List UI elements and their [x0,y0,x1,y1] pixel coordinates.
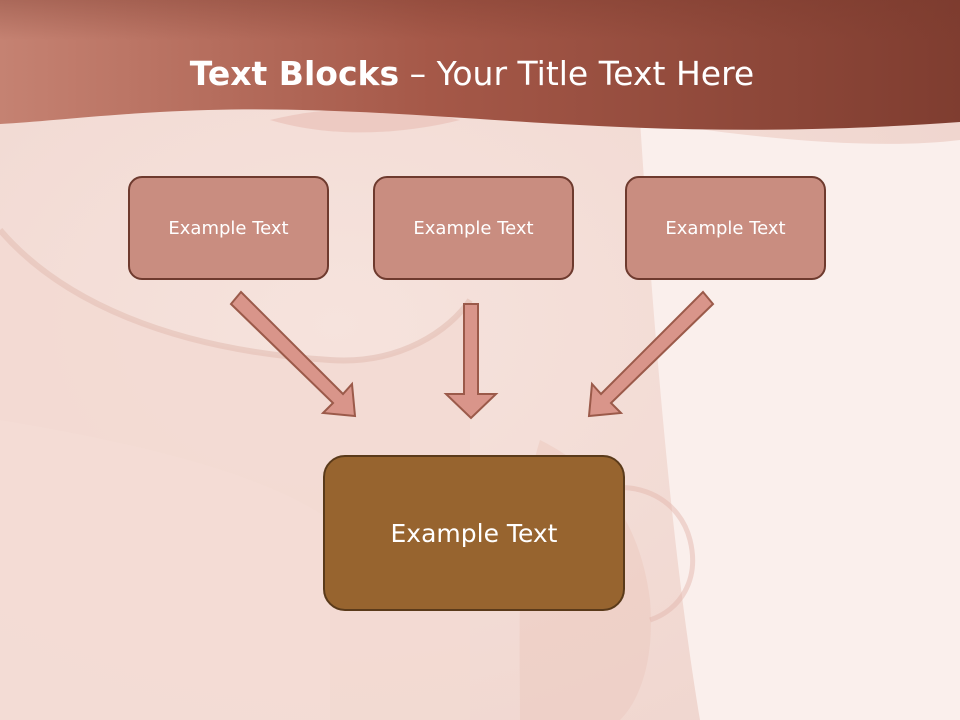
arrow-left-diagonal [229,290,357,418]
title-rest: Your Title Text Here [436,54,755,93]
arrow-center-down [443,303,499,420]
text-block-label: Example Text [413,217,534,239]
title-separator: – [399,54,437,93]
text-block-top-center[interactable]: Example Text [373,176,574,280]
arrow-right-diagonal [587,290,715,418]
text-block-label: Example Text [665,217,786,239]
text-block-top-left[interactable]: Example Text [128,176,329,280]
text-block-center[interactable]: Example Text [323,455,625,611]
text-block-label: Example Text [168,217,289,239]
text-block-top-right[interactable]: Example Text [625,176,826,280]
title-bold: Text Blocks [189,54,400,93]
text-block-label: Example Text [390,518,558,548]
slide-title: Text Blocks – Your Title Text Here [0,52,944,96]
